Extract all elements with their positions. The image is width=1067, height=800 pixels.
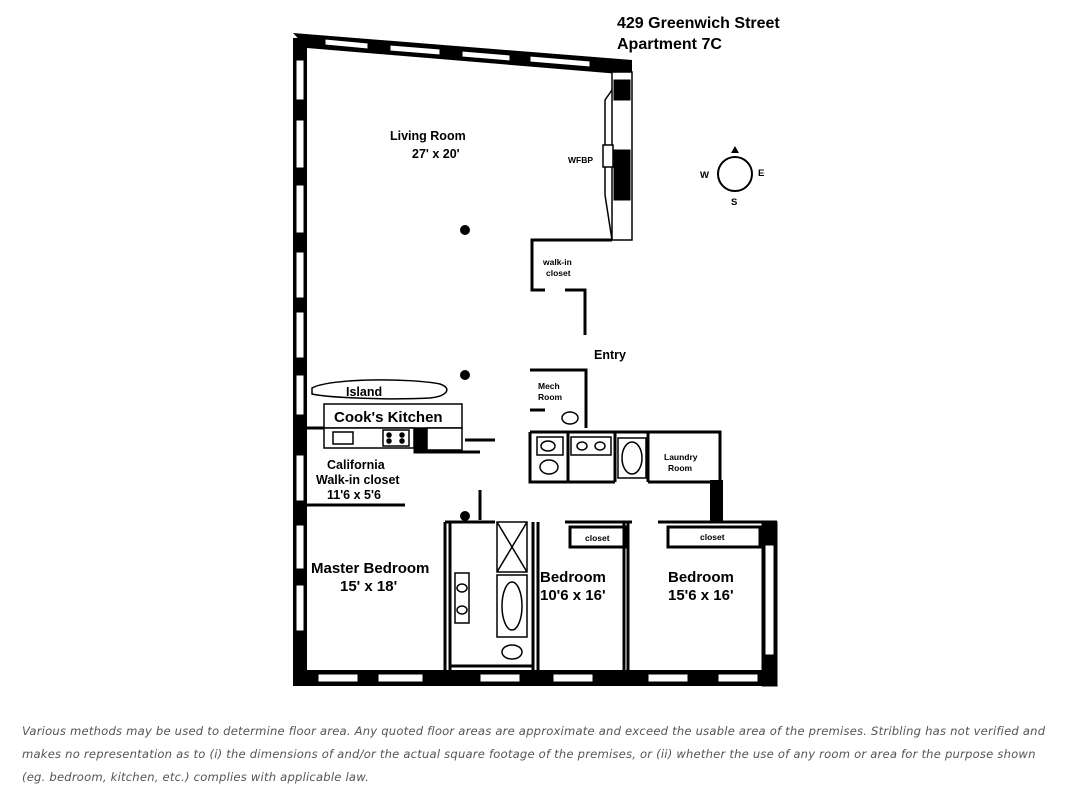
- compass-icon: W E S: [700, 146, 764, 208]
- floor-plan: W E S Living Room 27' x 20' WFBP walk-in…: [293, 33, 778, 687]
- bedroom-2-closet-label: closet: [585, 533, 610, 543]
- bedroom-3-label: Bedroom: [668, 569, 734, 586]
- master-bedroom-dims: 15' x 18': [340, 578, 397, 595]
- structural-columns: [460, 225, 470, 521]
- kitchen-label: Cook's Kitchen: [334, 409, 443, 426]
- compass-south: S: [731, 197, 737, 208]
- compass-east: E: [758, 168, 764, 179]
- laundry-line2: Room: [668, 463, 693, 473]
- kitchen-wall-stub: [415, 428, 427, 452]
- island-label: Island: [346, 385, 382, 399]
- compass-west: W: [700, 170, 709, 181]
- california-closet-dims: 11'6 x 5'6: [327, 488, 381, 502]
- bedroom-3-closet-label: closet: [700, 532, 725, 542]
- exterior-walls: [293, 33, 778, 687]
- disclaimer-text: Various methods may be used to determine…: [22, 724, 1046, 784]
- address-title: 429 Greenwich Street: [617, 15, 780, 32]
- bedroom-3-dims: 15'6 x 16': [668, 587, 734, 604]
- apartment-title: Apartment 7C: [617, 36, 722, 53]
- fireplace-label: WFBP: [568, 155, 593, 165]
- living-room-dims: 27' x 20': [412, 147, 460, 161]
- walkin-closet-line1: walk-in: [542, 257, 572, 267]
- mech-room-line1: Mech: [538, 381, 560, 391]
- laundry-line1: Laundry: [664, 452, 698, 462]
- california-closet-line2: Walk-in closet: [316, 473, 400, 487]
- california-closet-line1: California: [327, 458, 386, 472]
- fixtures: [311, 379, 647, 660]
- living-room-label: Living Room: [390, 129, 466, 143]
- mech-room-line2: Room: [538, 392, 563, 402]
- master-bedroom-label: Master Bedroom: [311, 560, 429, 577]
- laundry-wall: [710, 480, 723, 522]
- bedroom-2-dims: 10'6 x 16': [540, 587, 606, 604]
- walkin-closet-line2: closet: [546, 268, 571, 278]
- bedroom-2-label: Bedroom: [540, 569, 606, 586]
- entry-label: Entry: [594, 348, 626, 362]
